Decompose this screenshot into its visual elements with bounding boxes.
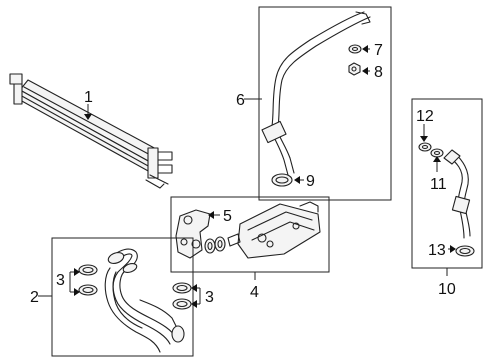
clamp-13 <box>455 245 475 257</box>
callout-11: 11 <box>430 176 447 193</box>
arrow-12 <box>420 136 428 142</box>
arrow-3b-top <box>191 284 197 292</box>
callout-3a: 3 <box>56 272 65 289</box>
callout-9: 9 <box>306 173 315 190</box>
group-box-2 <box>51 237 194 357</box>
hose-clamps <box>78 264 192 310</box>
o-rings <box>204 236 226 254</box>
callout-10: 10 <box>438 281 456 298</box>
arrow-3a-bottom <box>74 288 80 296</box>
arrow-3a-top <box>74 268 80 276</box>
arrow-1 <box>84 114 92 120</box>
arrow-11 <box>433 156 441 162</box>
nut-8 <box>348 62 361 76</box>
callout-8: 8 <box>374 64 383 81</box>
group-box-6 <box>258 6 392 201</box>
callout-3b: 3 <box>205 289 214 306</box>
fluid-cooler-assembly <box>227 201 321 259</box>
callout-12: 12 <box>416 108 434 125</box>
cooler-pipe-right <box>443 149 471 239</box>
callout-1: 1 <box>84 89 93 106</box>
callout-5: 5 <box>223 208 232 225</box>
clamp-9 <box>271 173 293 187</box>
arrow-5 <box>208 211 214 219</box>
seal-7 <box>348 44 362 54</box>
oil-cooler-radiator <box>9 73 173 189</box>
callout-13: 13 <box>428 242 446 259</box>
group-box-4 <box>170 196 330 273</box>
thermostat-housing-5 <box>175 209 211 259</box>
hose-assembly <box>104 248 185 353</box>
arrow-13 <box>450 245 456 253</box>
callout-7: 7 <box>374 42 383 59</box>
callout-4: 4 <box>250 284 259 301</box>
arrow-3b-bottom <box>191 300 197 308</box>
seal-12 <box>418 142 432 152</box>
callout-6: 6 <box>236 92 245 109</box>
arrow-7 <box>362 45 368 53</box>
cooler-pipe-upper <box>261 11 371 176</box>
arrow-8 <box>362 67 368 75</box>
seal-11 <box>430 148 444 158</box>
callout-2: 2 <box>30 289 39 306</box>
arrow-9 <box>294 176 300 184</box>
